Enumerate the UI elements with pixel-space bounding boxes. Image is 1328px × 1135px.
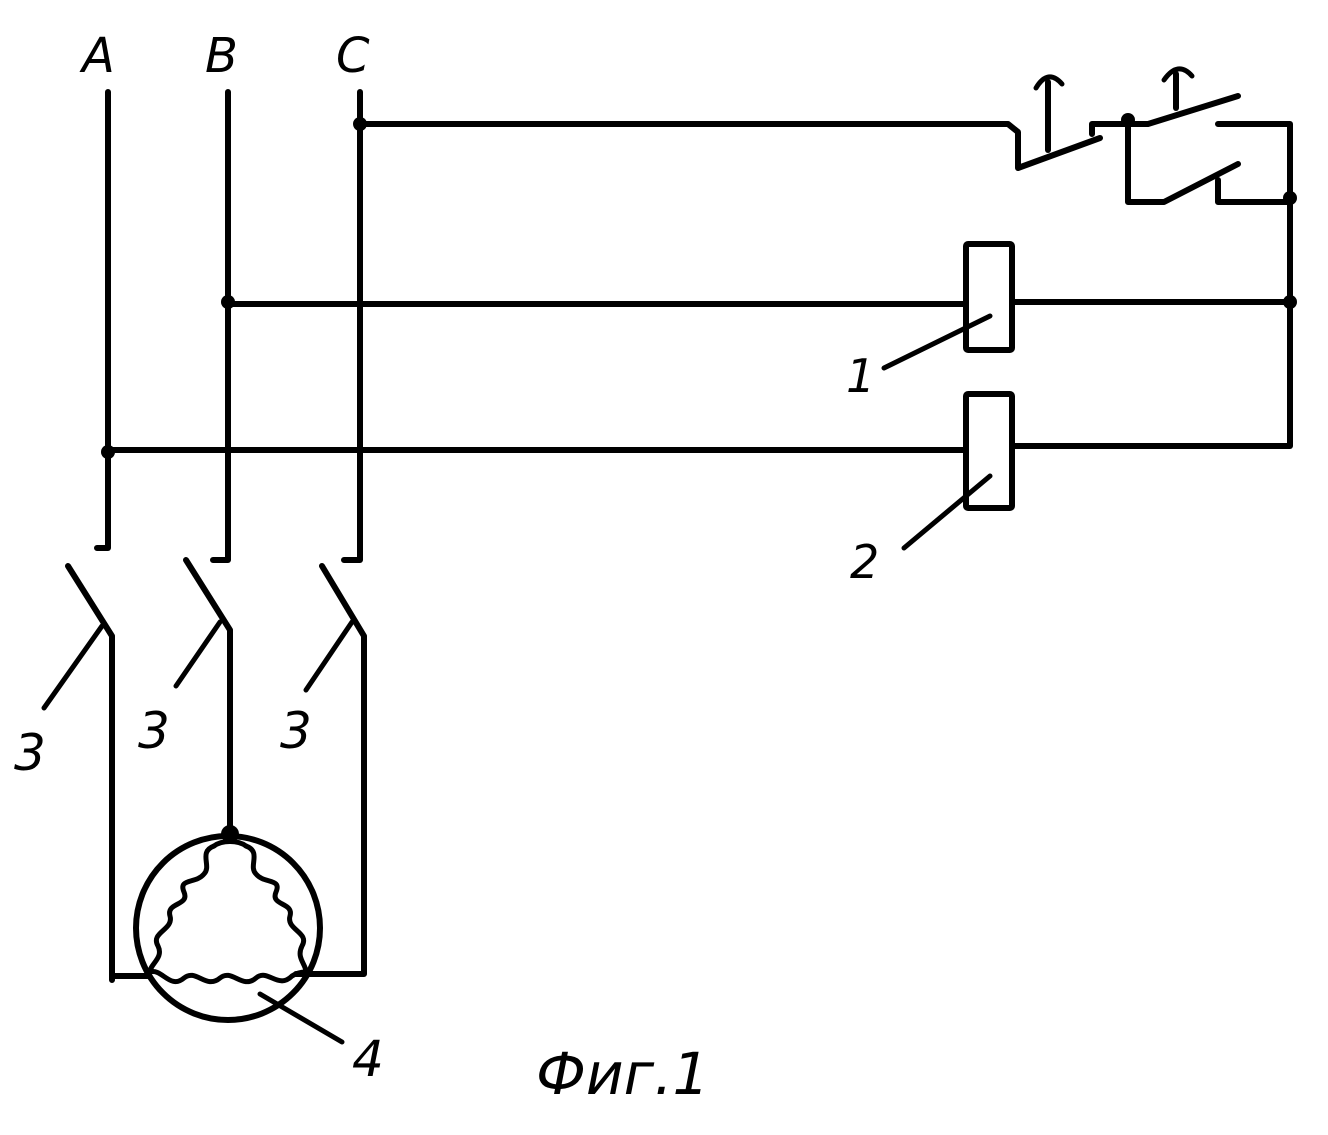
main-switch-c: [293, 563, 367, 977]
main-switch-b: [183, 557, 233, 835]
motor: [133, 825, 323, 1023]
junction-right-top: [1283, 191, 1297, 205]
callout-2: 2: [850, 535, 879, 589]
figure-caption: Фиг.1: [536, 1040, 709, 1108]
phase-bus-b: [210, 89, 231, 563]
coil-1: [963, 241, 1015, 353]
control-wire-c: [357, 121, 1131, 171]
phase-label-a: A: [79, 28, 115, 84]
phase-bus-c: [341, 89, 363, 563]
callout-3-a: 3: [14, 724, 46, 782]
callout-3-c: 3: [280, 702, 312, 760]
callout-1: 1: [846, 349, 875, 403]
control-return-bus: [1009, 195, 1293, 449]
main-switch-a: [65, 563, 115, 983]
junction-right-coil: [1283, 295, 1297, 309]
stop-push-button: [1033, 74, 1065, 153]
callout-3-b: 3: [138, 702, 170, 760]
start-push-button: [1125, 66, 1293, 201]
holding-contact: [1125, 121, 1293, 205]
callout-leaders: [41, 313, 993, 1045]
coil-2: [963, 391, 1015, 511]
phase-label-b: B: [205, 28, 238, 84]
phase-label-c: C: [336, 28, 370, 84]
junction-b: [221, 295, 235, 309]
callout-4: 4: [352, 1030, 384, 1088]
junction-holding: [1121, 113, 1135, 127]
phase-bus-a: [94, 89, 111, 551]
junction-a: [101, 445, 115, 459]
junction-c: [353, 117, 367, 131]
